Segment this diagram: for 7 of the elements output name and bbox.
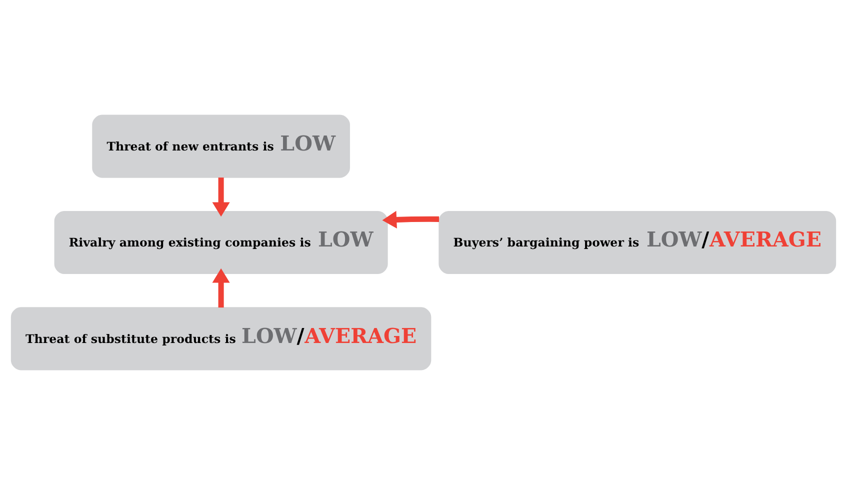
arrow — [382, 210, 440, 228]
node-box: Threat of new entrants is LOW — [92, 114, 350, 178]
arrow — [212, 177, 230, 216]
node-box: Buyers’ bargaining power is LOW/AVERAGE — [438, 210, 836, 274]
arrow — [212, 268, 230, 308]
node-box: Rivalry among existing companies is LOW — [54, 210, 388, 274]
node-box: Threat of substitute products is LOW/AVERAGE — [10, 306, 432, 370]
